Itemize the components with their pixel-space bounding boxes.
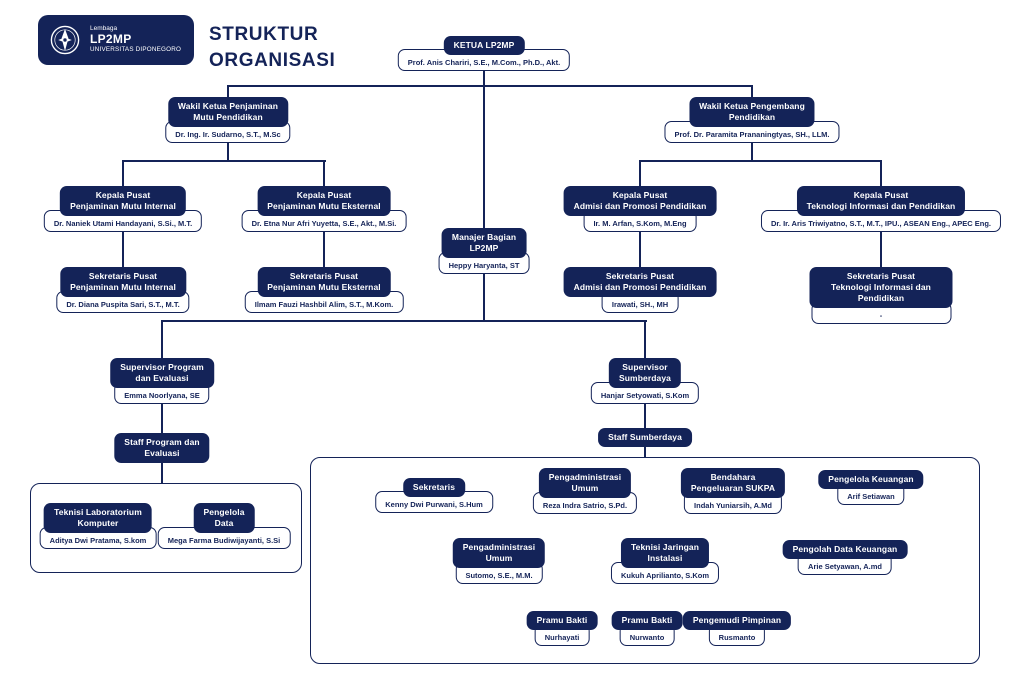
group-staff-program-evaluasi <box>30 483 302 573</box>
node-title: Teknisi Jaringan Instalasi <box>620 538 710 569</box>
node-supervisor-program-evaluasi: Supervisor Program dan Evaluasi Emma Noo… <box>110 358 214 405</box>
node-title: Staff Sumberdaya <box>598 428 692 448</box>
node-ketua-lp2mp: KETUA LP2MP Prof. Anis Chariri, S.E., M.… <box>397 36 571 72</box>
node-kepala-pusat-teknologi: Kepala Pusat Teknologi Informasi dan Pen… <box>760 186 1002 233</box>
node-pengelola-data: Pengelola Data Mega Farma Budiwijayanti,… <box>157 503 291 550</box>
node-kepala-pusat-pm-eksternal: Kepala Pusat Penjaminan Mutu Eksternal D… <box>241 186 407 233</box>
node-title: Sekretaris Pusat Penjaminan Mutu Ekstern… <box>257 267 391 298</box>
connector <box>161 320 647 322</box>
node-pengemudi-pimpinan: Pengemudi Pimpinan Rusmanto <box>682 611 792 647</box>
node-pramu-bakti-2: Pramu Bakti Nurwanto <box>611 611 683 647</box>
node-title: Sekretaris <box>402 478 466 498</box>
connector <box>227 85 229 98</box>
node-sekretaris-pusat-pm-eksternal: Sekretaris Pusat Penjaminan Mutu Ekstern… <box>244 267 404 314</box>
node-title: Pengelola Keuangan <box>818 470 924 490</box>
page-title: STRUKTUR ORGANISASI <box>209 24 336 71</box>
node-title: KETUA LP2MP <box>443 36 525 56</box>
node-title: Pramu Bakti <box>611 611 683 631</box>
node-manajer-bagian: Manajer Bagian LP2MP Heppy Haryanta, ST <box>438 228 530 275</box>
connector <box>644 444 646 458</box>
node-pramu-bakti-1: Pramu Bakti Nurhayati <box>526 611 598 647</box>
node-title: Kepala Pusat Penjaminan Mutu Internal <box>60 186 186 217</box>
node-sekretaris-pusat-teknologi: Sekretaris Pusat Teknologi Informasi dan… <box>809 267 953 325</box>
connector <box>751 138 753 161</box>
node-kepala-pusat-admisi: Kepala Pusat Admisi dan Promosi Pendidik… <box>563 186 717 233</box>
node-title: Sekretaris Pusat Penjaminan Mutu Interna… <box>60 267 186 298</box>
connector <box>122 226 124 267</box>
node-bendahara-sukpa: Bendahara Pengeluaran SUKPA Indah Yuniar… <box>680 468 786 515</box>
node-wakil-ketua-pengembang: Wakil Ketua Pengembang Pendidikan Prof. … <box>664 97 840 144</box>
connector <box>751 85 753 98</box>
connector <box>639 160 882 162</box>
node-sekretaris-pusat-admisi: Sekretaris Pusat Admisi dan Promosi Pend… <box>563 267 717 314</box>
node-title: Pengadministrasi Umum <box>452 538 546 569</box>
connector <box>323 226 325 267</box>
logo-line-lembaga: Lembaga <box>90 25 118 33</box>
connector <box>161 458 163 484</box>
node-title: Bendahara Pengeluaran SUKPA <box>680 468 786 499</box>
node-title: Kepala Pusat Teknologi Informasi dan Pen… <box>796 186 966 217</box>
connector <box>161 399 163 434</box>
node-pengolah-data-keuangan: Pengolah Data Keuangan Arie Setyawan, A.… <box>782 540 908 576</box>
logo-text: Lembaga LP2MP UNIVERSITAS DIPONEGORO <box>90 26 181 53</box>
node-title: Pramu Bakti <box>526 611 598 631</box>
logo-line-universitas: UNIVERSITAS DIPONEGORO <box>90 45 182 53</box>
node-title: Manajer Bagian LP2MP <box>441 228 527 259</box>
node-title: Wakil Ketua Penjaminan Mutu Pendidikan <box>167 97 289 128</box>
connector <box>639 160 641 187</box>
lp2mp-logo-badge: Lembaga LP2MP UNIVERSITAS DIPONEGORO <box>38 15 194 65</box>
node-title: Pengolah Data Keuangan <box>782 540 908 560</box>
node-sekretaris-pusat-pm-internal: Sekretaris Pusat Penjaminan Mutu Interna… <box>56 267 190 314</box>
connector <box>880 226 882 267</box>
connector <box>483 269 485 321</box>
connector <box>483 68 485 228</box>
node-staff-program-evaluasi: Staff Program dan Evaluasi <box>114 433 210 464</box>
node-sekretaris: Sekretaris Kenny Dwi Purwani, S.Hum <box>375 478 493 514</box>
node-title: Pengadministrasi Umum <box>538 468 632 499</box>
connector <box>639 226 641 267</box>
node-kepala-pusat-pm-internal: Kepala Pusat Penjaminan Mutu Internal Dr… <box>43 186 203 233</box>
node-title: Supervisor Sumberdaya <box>608 358 682 389</box>
node-title: Pengelola Data <box>193 503 255 534</box>
node-title: Wakil Ketua Pengembang Pendidikan <box>689 97 815 128</box>
connector <box>227 85 753 87</box>
connector <box>880 160 882 187</box>
connector <box>122 160 326 162</box>
node-pengadministrasi-umum-1: Pengadministrasi Umum Reza Indra Satrio,… <box>532 468 638 515</box>
connector <box>161 320 163 358</box>
node-title: Sekretaris Pusat Admisi dan Promosi Pend… <box>563 267 717 298</box>
node-title: Sekretaris Pusat Teknologi Informasi dan… <box>809 267 953 309</box>
node-title: Pengemudi Pimpinan <box>682 611 792 631</box>
node-wakil-ketua-penjaminan-mutu: Wakil Ketua Penjaminan Mutu Pendidikan D… <box>165 97 291 144</box>
connector <box>122 160 124 187</box>
node-pengadministrasi-umum-2: Pengadministrasi Umum Sutomo, S.E., M.M. <box>452 538 546 585</box>
node-title: Staff Program dan Evaluasi <box>114 433 210 464</box>
undip-logo-icon <box>48 21 82 59</box>
connector <box>644 320 646 358</box>
node-teknisi-jaringan: Teknisi Jaringan Instalasi Kukuh Aprilia… <box>610 538 720 585</box>
connector <box>227 138 229 161</box>
node-teknisi-laboratorium: Teknisi Laboratorium Komputer Aditya Dwi… <box>39 503 157 550</box>
connector <box>644 399 646 429</box>
node-title: Kepala Pusat Admisi dan Promosi Pendidik… <box>563 186 717 217</box>
node-title: Kepala Pusat Penjaminan Mutu Eksternal <box>257 186 391 217</box>
node-title: Teknisi Laboratorium Komputer <box>44 503 152 534</box>
node-supervisor-sumberdaya: Supervisor Sumberdaya Hanjar Setyowati, … <box>590 358 700 405</box>
node-title: Supervisor Program dan Evaluasi <box>110 358 214 389</box>
logo-line-lp2mp: LP2MP <box>90 32 132 47</box>
connector <box>323 160 325 187</box>
node-staff-sumberdaya: Staff Sumberdaya <box>598 428 692 448</box>
node-pengelola-keuangan: Pengelola Keuangan Arif Setiawan <box>818 470 924 506</box>
